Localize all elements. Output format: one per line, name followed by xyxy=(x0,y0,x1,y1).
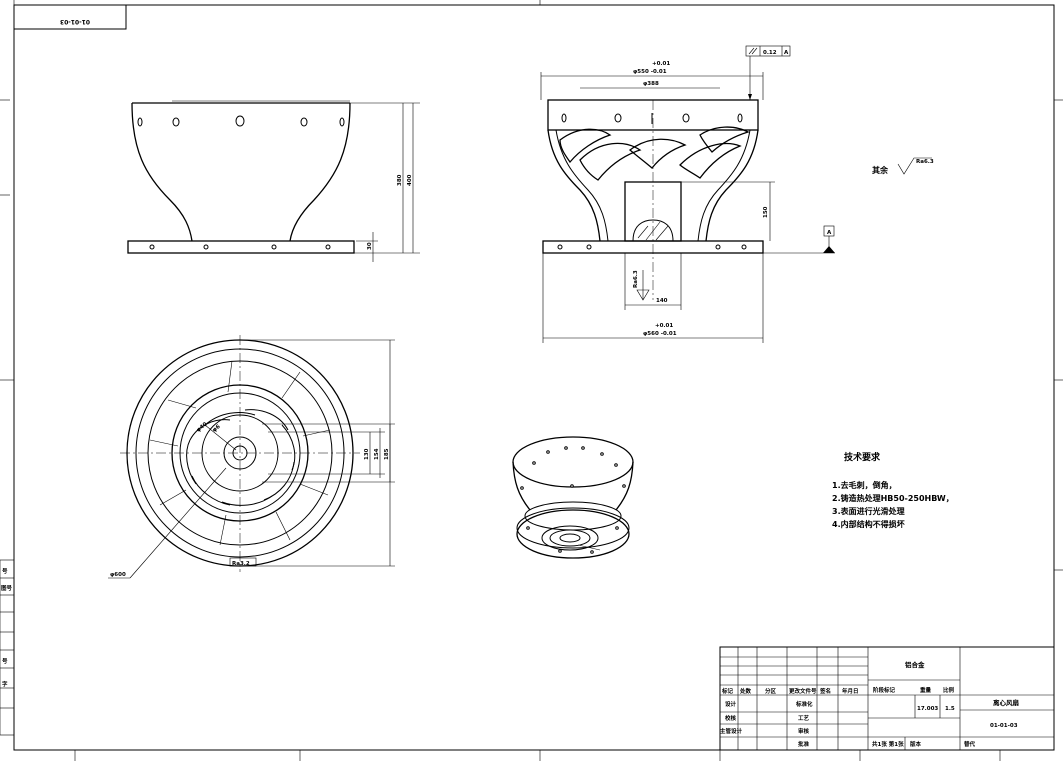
tb-zone: 分区 xyxy=(765,687,777,695)
tech-item-2: 2.铸造热处理HB50-250HBW， xyxy=(832,493,954,503)
plan-dia-outer: φ600 xyxy=(110,572,126,578)
tb-process: 工艺 xyxy=(798,714,810,722)
tb-stage: 阶段标记 xyxy=(873,686,896,694)
tech-item-3: 3.表面进行光滑处理 xyxy=(832,506,905,516)
remaining-roughness-value: Ra6.3 xyxy=(916,159,934,165)
title-block: 标记 处数 分区 更改文件号 签名 年月日 设计 校核 主管设计 标准化 工艺 … xyxy=(719,646,1055,751)
tb-date: 年月日 xyxy=(842,687,859,695)
tb-weight-label: 重量 xyxy=(920,686,932,694)
dim-section-tol-top-upper: +0.01 xyxy=(652,61,670,67)
datum-a: A xyxy=(763,225,835,254)
side-label-3: 号 xyxy=(2,657,8,665)
isometric-view xyxy=(512,436,634,559)
tb-standard: 标准化 xyxy=(795,700,813,708)
tb-chief: 主管设计 xyxy=(720,727,743,735)
tb-mark: 标记 xyxy=(721,687,734,695)
dim-front-outer: 400 xyxy=(407,174,413,186)
side-label-4: 字 xyxy=(2,680,8,688)
tb-approve: 批准 xyxy=(798,740,810,748)
tech-item-4: 4.内部结构不得损坏 xyxy=(832,519,905,529)
dim-front-flange: 30 xyxy=(367,242,373,250)
tb-change-doc: 更改文件号 xyxy=(789,687,817,695)
tb-review: 审核 xyxy=(798,727,810,735)
tb-scale-label: 比例 xyxy=(943,686,955,694)
dim-hub-height: 150 xyxy=(763,206,769,218)
remaining-label: 其余 xyxy=(872,165,889,175)
dim-section-tol-bottom-lower: φ560 -0.01 xyxy=(643,331,677,337)
tb-check: 校核 xyxy=(725,714,737,722)
side-label-2: 图号 xyxy=(1,584,13,592)
tb-replace: 替代 xyxy=(964,740,976,748)
flatness-value: 0.12 xyxy=(763,50,777,56)
remaining-roughness: 其余 Ra6.3 xyxy=(872,157,934,175)
plan-dim-1: 130 xyxy=(364,448,370,460)
plan-dim-2: 154 xyxy=(374,448,380,460)
tb-drawing-number: 01-01-03 xyxy=(990,723,1018,729)
section-roughness: Ra6.3 xyxy=(633,270,639,288)
flatness-frame: 0.12 A xyxy=(745,45,791,100)
side-label-1: 号 xyxy=(2,567,8,575)
tb-count: 处数 xyxy=(739,687,752,695)
tech-title: 技术要求 xyxy=(844,451,881,463)
tb-sheet-info: 共1张 第1张 xyxy=(872,740,904,748)
tb-scale: 1.5 xyxy=(945,706,955,712)
corner-code-box: 01-01-03 xyxy=(13,4,127,30)
tech-requirements: 技术要求 1.去毛刺，倒角， 2.铸造热处理HB50-250HBW， 3.表面进… xyxy=(832,451,954,529)
tech-item-1: 1.去毛刺，倒角， xyxy=(832,480,897,490)
plan-dim-3: 185 xyxy=(384,448,390,460)
section-view: +0.01 φ550 -0.01 φ388 0.12 A xyxy=(540,45,835,343)
tb-part-name: 离心风扇 xyxy=(993,698,1019,707)
plan-dia-b: φ6 xyxy=(212,424,222,434)
tb-material: 铝合金 xyxy=(905,660,925,669)
side-strip: 号 图号 号 字 xyxy=(0,559,15,736)
dim-section-top-inner: φ388 xyxy=(643,81,659,87)
datum-a-label: A xyxy=(827,230,832,236)
dim-hub-width: 140 xyxy=(656,298,668,304)
tb-version: 版本 xyxy=(909,740,922,748)
corner-code: 01-01-03 xyxy=(60,18,90,25)
tb-weight: 17.003 xyxy=(917,706,938,712)
dim-section-tol-top-lower: φ550 -0.01 xyxy=(633,69,667,75)
plan-view: φ600 φ40 φ6 130 154 185 Ra3.2 xyxy=(108,335,395,579)
dim-section-tol-bottom-upper: +0.01 xyxy=(655,323,673,329)
dim-front-inner: 380 xyxy=(397,174,403,186)
flatness-datum: A xyxy=(784,50,789,56)
front-view: 380 400 30 xyxy=(127,100,420,262)
tb-design: 设计 xyxy=(725,700,737,708)
plan-stamp: Ra3.2 xyxy=(232,561,250,567)
tb-sign: 签名 xyxy=(819,687,831,695)
